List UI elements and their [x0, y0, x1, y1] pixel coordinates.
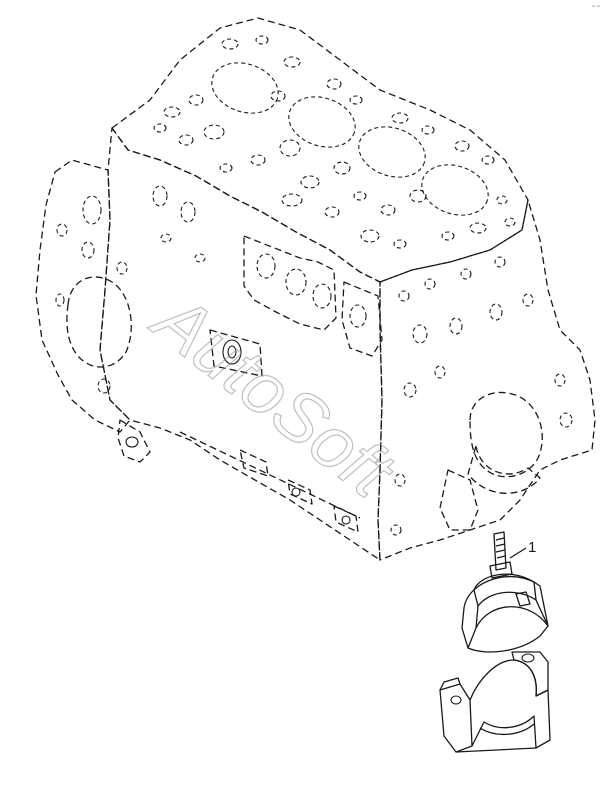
front-main-bore: [439, 391, 543, 531]
rear-plate-holes: [55, 195, 128, 394]
deck-holes: [153, 35, 516, 249]
lower-rail: [117, 419, 361, 533]
main-bearing-bolt: [489, 531, 513, 579]
callout-1: 1: [509, 539, 536, 559]
side-boss: [209, 329, 263, 377]
callout-label: 1: [528, 539, 536, 556]
block-left-face: [99, 127, 383, 561]
rear-plate: [35, 159, 131, 433]
cylinder-block: [35, 17, 596, 561]
front-face-holes: [390, 256, 573, 536]
block-top-deck: [111, 17, 529, 283]
callout-leader-line: [509, 547, 527, 559]
bearing-shell-upper: [461, 573, 549, 653]
rear-crank-bore: [66, 276, 132, 368]
main-bearing-cap: [439, 651, 551, 753]
cylinder-bores: [211, 62, 489, 216]
block-front-face: [377, 199, 596, 561]
side-openings: [152, 185, 383, 357]
corner-mark: ᵃᵇ ᶜᵈᵉ: [592, 4, 601, 9]
watermark: AutoSoft: [137, 277, 409, 514]
